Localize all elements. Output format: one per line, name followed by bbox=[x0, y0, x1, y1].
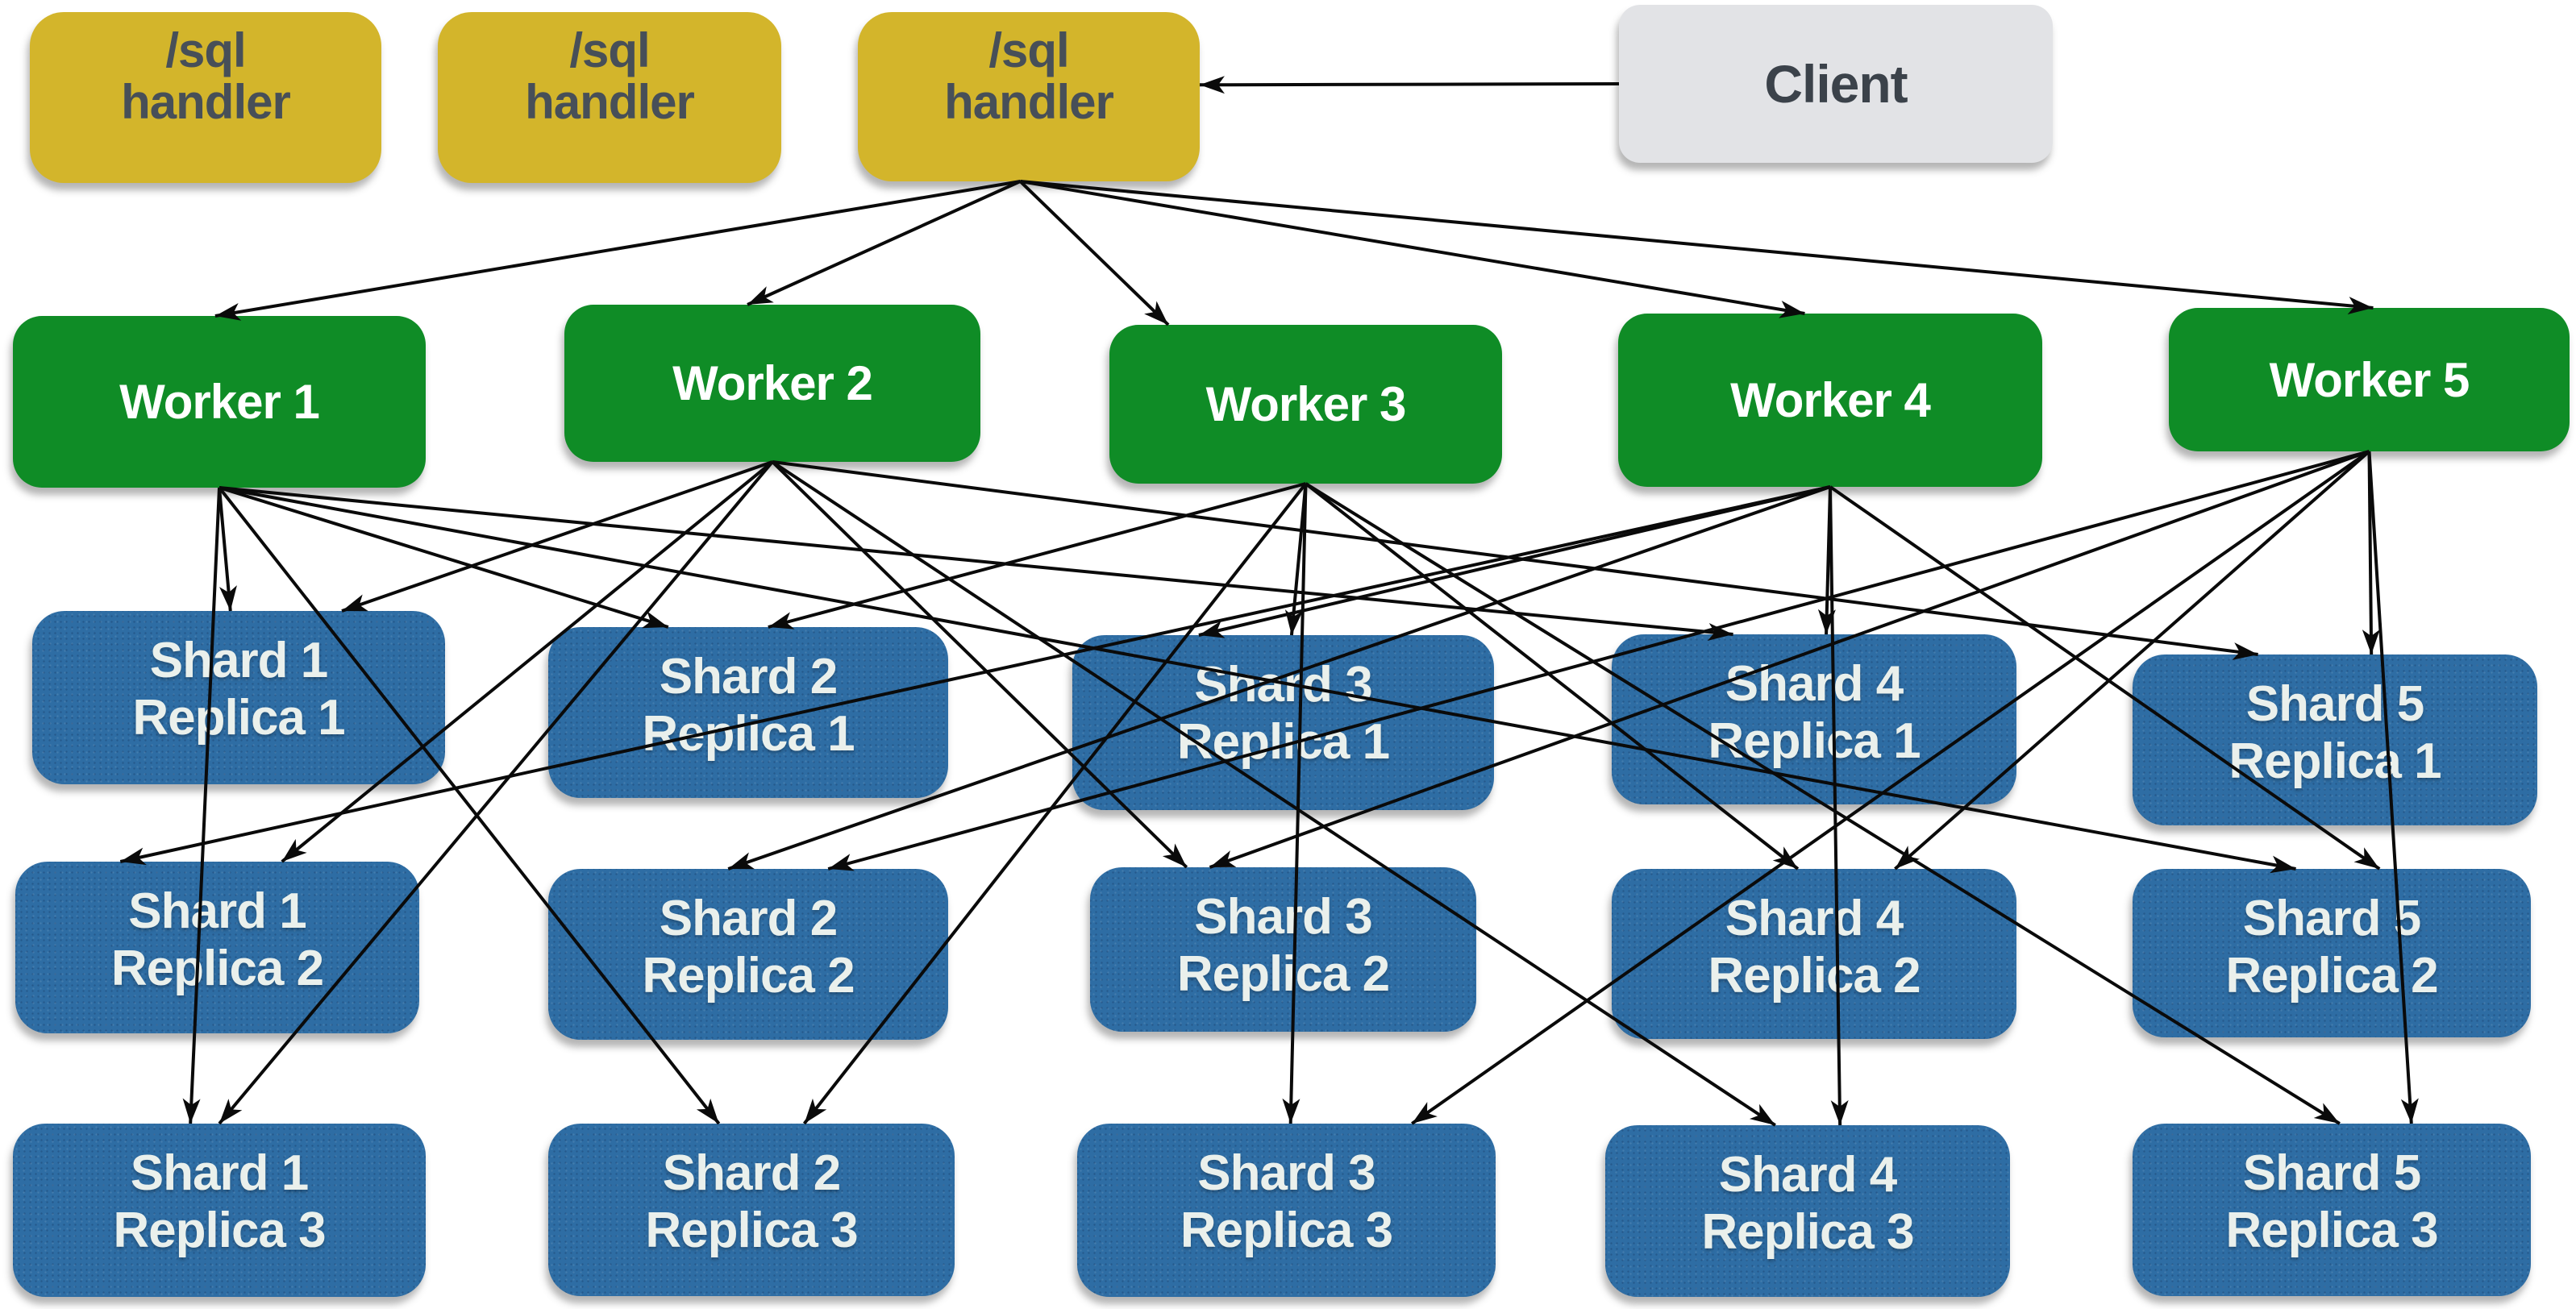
shard-1-replica-1-label: Replica 1 bbox=[132, 690, 345, 746]
worker-1-box: Worker 1 bbox=[13, 316, 426, 488]
arrow-worker-1-to-shard-1-replica-1 bbox=[218, 487, 237, 612]
sql-handler-3-label: handler bbox=[944, 74, 1114, 129]
shard-2-replica-3-label: Replica 3 bbox=[645, 1203, 858, 1259]
worker-5-label: Worker 5 bbox=[2269, 352, 2470, 407]
sql-handler-2-label: /sql bbox=[569, 23, 650, 77]
shard-3-replica-3-label: Replica 3 bbox=[1180, 1203, 1393, 1259]
shard-5-replica-3-label: Shard 5 bbox=[2242, 1145, 2421, 1201]
arrow-sql-handler-3-to-worker-1 bbox=[214, 180, 1021, 321]
shard-1-replica-3-label: Shard 1 bbox=[130, 1145, 309, 1201]
arrow-sql-handler-3-to-worker-2 bbox=[747, 180, 1022, 306]
arrow-worker-5-to-shard-5-replica-1 bbox=[2362, 451, 2380, 655]
shard-2-replica-1-label: Shard 2 bbox=[659, 649, 838, 704]
arrow-worker-4-to-shard-4-replica-1 bbox=[1817, 486, 1836, 635]
shard-3-replica-3-label: Shard 3 bbox=[1197, 1145, 1375, 1201]
worker-3-label: Worker 3 bbox=[1205, 377, 1407, 431]
shard-2-replica-3-label: Shard 2 bbox=[662, 1145, 841, 1201]
shard-2-replica-2-label: Replica 2 bbox=[642, 948, 855, 1004]
shard-4-replica-1-label: Shard 4 bbox=[1725, 656, 1904, 712]
shard-5-replica-2-label: Shard 5 bbox=[2242, 891, 2421, 946]
shard-4-replica-1-label: Replica 1 bbox=[1708, 713, 1921, 770]
worker-2-box: Worker 2 bbox=[564, 305, 980, 462]
arrow-client-to-sql-handler-3 bbox=[1199, 76, 1620, 94]
worker-3-box: Worker 3 bbox=[1109, 325, 1502, 484]
shard-2-replica-2-label: Shard 2 bbox=[659, 891, 838, 946]
worker-5-box: Worker 5 bbox=[2169, 308, 2570, 451]
worker-4-box: Worker 4 bbox=[1618, 314, 2042, 487]
worker-4-label: Worker 4 bbox=[1730, 373, 1931, 427]
worker-2-label: Worker 2 bbox=[672, 356, 873, 410]
shard-4-replica-2-label: Replica 2 bbox=[1708, 948, 1921, 1004]
sql-handler-3-label: /sql bbox=[988, 23, 1069, 77]
shard-5-replica-3-label: Replica 3 bbox=[2225, 1203, 2438, 1259]
client-box: Client bbox=[1619, 5, 2053, 163]
arrow-worker-3-to-shard-3-replica-1 bbox=[1284, 483, 1308, 636]
shard-1-replica-2-label: Replica 2 bbox=[110, 941, 324, 997]
arrow-worker-3-to-shard-2-replica-1 bbox=[768, 482, 1307, 630]
shard-4-replica-3-label: Replica 3 bbox=[1701, 1204, 1914, 1261]
shard-4-replica-2-label: Shard 4 bbox=[1725, 891, 1904, 946]
shard-5-replica-1-label: Replica 1 bbox=[2229, 733, 2441, 790]
arrow-worker-1-to-shard-2-replica-1 bbox=[218, 486, 669, 629]
client-label: Client bbox=[1764, 54, 1908, 114]
arrow-sql-handler-3-to-worker-3 bbox=[1019, 180, 1170, 326]
arrow-worker-2-to-shard-5-replica-1 bbox=[772, 460, 2258, 660]
sql-handler-2-label: handler bbox=[525, 74, 695, 129]
shard-5-replica-1-label: Shard 5 bbox=[2245, 676, 2424, 732]
shard-2-replica-1-label: Replica 1 bbox=[642, 706, 855, 763]
shard-3-replica-2-label: Shard 3 bbox=[1194, 889, 1372, 945]
shard-4-replica-3-label: Shard 4 bbox=[1718, 1147, 1897, 1203]
shard-3-replica-2-label: Replica 2 bbox=[1176, 946, 1390, 1003]
shard-3-replica-1-label: Shard 3 bbox=[1194, 657, 1372, 713]
sql-handler-1-label: handler bbox=[121, 74, 291, 129]
shard-1-replica-3-label: Replica 3 bbox=[113, 1203, 326, 1259]
shard-1-replica-2-label: Shard 1 bbox=[128, 883, 306, 939]
arrow-worker-1-to-shard-4-replica-1 bbox=[218, 486, 1733, 641]
shard-3-replica-1-label: Replica 1 bbox=[1176, 714, 1390, 771]
arrow-worker-4-to-shard-3-replica-1 bbox=[1198, 485, 1831, 638]
worker-1-label: Worker 1 bbox=[119, 375, 320, 429]
shard-1-replica-1-label: Shard 1 bbox=[149, 633, 328, 688]
sql-handler-1-label: /sql bbox=[165, 23, 246, 77]
arrow-sql-handler-3-to-worker-4 bbox=[1020, 180, 1805, 318]
arrow-sql-handler-3-to-worker-5 bbox=[1020, 180, 2374, 315]
shard-5-replica-2-label: Replica 2 bbox=[2225, 948, 2438, 1004]
